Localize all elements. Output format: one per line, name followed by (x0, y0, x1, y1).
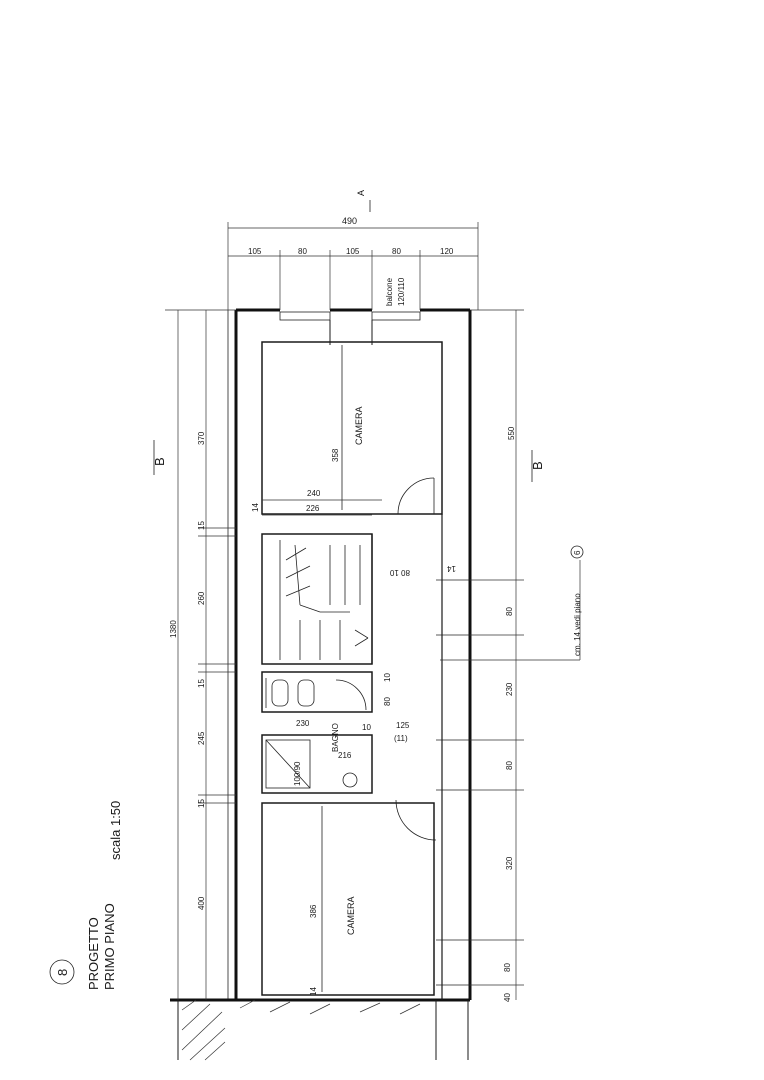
shower-size: 100/90 (293, 761, 302, 786)
dim-room-226: 226 (306, 504, 320, 513)
balcone-label: balcone (385, 277, 394, 306)
dim-right-230: 230 (505, 682, 514, 696)
dim-right-80a: 80 (505, 607, 514, 616)
corridor (395, 514, 470, 1000)
dim-left-245: 245 (197, 731, 206, 745)
dim-right-550: 550 (507, 426, 516, 440)
dim-door-80-10: 80 10 (389, 568, 410, 577)
dim-room-14b: 14 (447, 564, 456, 573)
dim-top-105b: 105 (346, 247, 360, 256)
dim-top-105a: 105 (248, 247, 262, 256)
drawing-number-circle (49, 959, 75, 985)
dim-top-120: 120 (440, 247, 454, 256)
dim-right-80c: 80 (503, 963, 512, 972)
title-line-1: PROGETTO (86, 917, 101, 990)
room-label-camera-bottom: CAMERA (346, 896, 356, 935)
dim-left-15a: 15 (197, 521, 206, 530)
room-label-camera-top: CAMERA (354, 406, 364, 445)
note-circle-number: 6 (573, 550, 582, 555)
dim-left-15b: 15 (197, 679, 206, 688)
section-marker-right: B (530, 461, 545, 470)
dim-left-400: 400 (197, 896, 206, 910)
camera-top-room (261, 341, 443, 516)
dim-left-15c: 15 (197, 799, 206, 808)
dim-right-320: 320 (505, 856, 514, 870)
section-marker-left: B (152, 457, 167, 466)
dim-total-width: 490 (342, 216, 357, 226)
dim-room-80-door: 80 (383, 697, 392, 706)
section-marker-a: A (356, 190, 366, 196)
drawing-number: 8 (55, 969, 70, 976)
dim-room-111: (11) (394, 734, 408, 743)
camera-bottom-room (261, 802, 435, 996)
dim-right-40: 40 (503, 993, 512, 1002)
balcone-size: 120/110 (397, 277, 406, 306)
dim-top-80a: 80 (298, 247, 307, 256)
dim-room-230: 230 (296, 719, 310, 728)
dim-left-1380: 1380 (169, 620, 178, 638)
dim-left-370: 370 (197, 431, 206, 445)
dim-right-80b: 80 (505, 761, 514, 770)
note-label: cm. 14 vedi piano (573, 593, 582, 656)
dim-room-125: 125 (396, 721, 410, 730)
dim-room-216: 216 (338, 751, 352, 760)
dim-room-14a: 14 (251, 503, 260, 512)
note-circle (570, 545, 584, 559)
ground-hatch (177, 999, 469, 1061)
staircase (261, 533, 373, 665)
bagno-room (261, 671, 373, 794)
scale-label: scala 1:50 (108, 801, 123, 860)
dim-left-260: 260 (197, 591, 206, 605)
labels: A 490 105 80 105 80 120 balcone 120/110 … (49, 190, 584, 1002)
dim-room-386: 386 (309, 904, 318, 918)
dim-room-240: 240 (307, 489, 321, 498)
dimension-lines (153, 200, 581, 1000)
dim-top-80b: 80 (392, 247, 401, 256)
outer-walls (170, 308, 472, 1002)
dim-room-14c: 14 (309, 987, 318, 996)
dim-room-10a: 10 (383, 673, 392, 682)
room-label-bagno: BAGNO (331, 723, 340, 752)
dim-room-358: 358 (331, 448, 340, 462)
title-line-2: PRIMO PIANO (102, 903, 117, 990)
dim-room-10b: 10 (362, 723, 371, 732)
